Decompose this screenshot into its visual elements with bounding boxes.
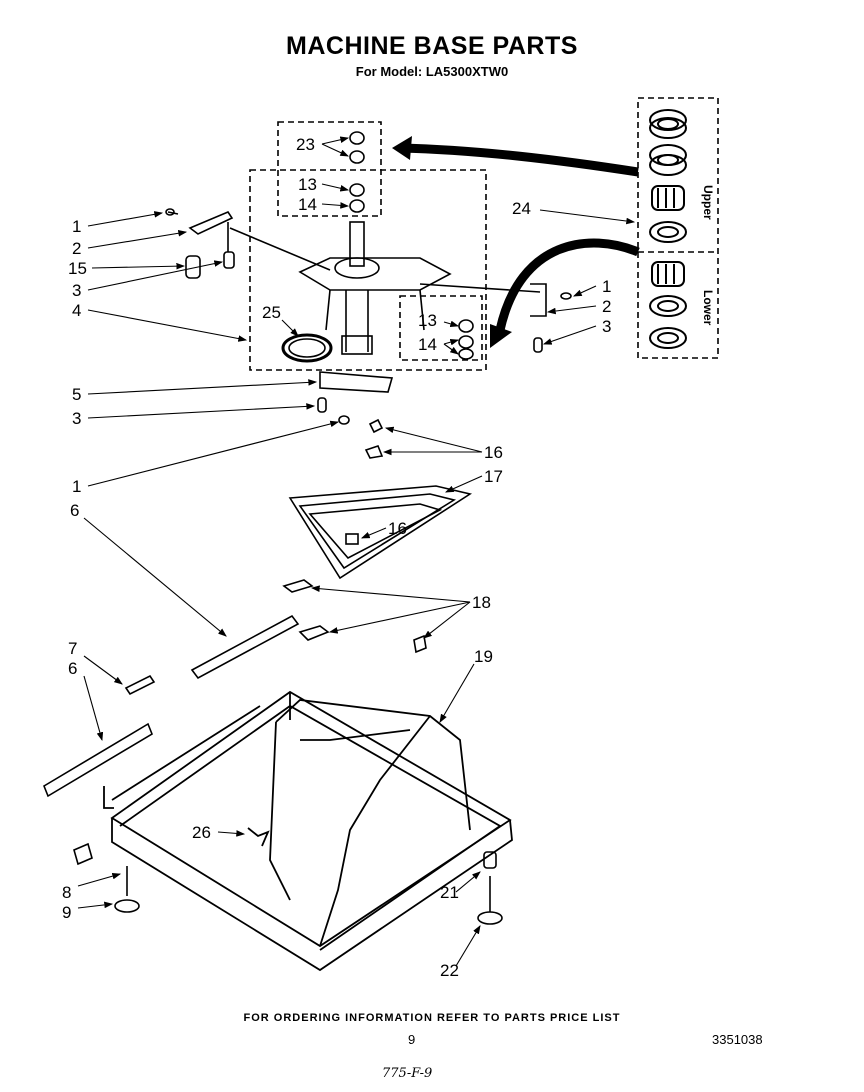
upper-bearings: [649, 109, 687, 243]
callout-2: 2: [602, 297, 611, 316]
machine-base-frame: [103, 690, 513, 972]
lower-label: Lower: [701, 290, 715, 326]
callout-2: 2: [72, 239, 81, 258]
callout-1: 1: [602, 277, 611, 296]
document-number: 3351038: [712, 1032, 763, 1047]
callout-4: 4: [72, 301, 81, 320]
callout-1: 1: [72, 217, 81, 236]
gearcase: [229, 221, 541, 363]
callout-17: 17: [484, 467, 503, 486]
model-subtitle: For Model: LA5300XTW0: [355, 64, 509, 79]
upper-label: Upper: [701, 185, 715, 220]
callout-21: 21: [440, 883, 459, 902]
upper-cap-group-box: [277, 121, 382, 217]
callout-9: 9: [62, 903, 71, 922]
lower-bearing-group-box: [399, 295, 483, 361]
callout-18: 18: [472, 593, 491, 612]
callout-7: 7: [68, 639, 77, 658]
callout-3: 3: [602, 317, 611, 336]
handwritten-note: 775-F-9: [382, 1066, 433, 1081]
callout-13: 13: [298, 175, 317, 194]
callout-16: 16: [484, 443, 503, 462]
callout-6: 6: [70, 501, 79, 520]
callout-15: 15: [68, 259, 87, 278]
bearing-inset-box: [637, 97, 719, 359]
callout-24: 24: [512, 199, 531, 218]
lower-arrow: [495, 238, 640, 331]
callout-6: 6: [68, 659, 77, 678]
callout-26: 26: [192, 823, 211, 842]
callout-14: 14: [418, 335, 437, 354]
callout-1: 1: [72, 477, 81, 496]
lower-bearings: [649, 261, 687, 349]
callout-3: 3: [72, 281, 81, 300]
callout-3: 3: [72, 409, 81, 428]
callout-19: 19: [474, 647, 493, 666]
callout-25: 25: [262, 303, 281, 322]
callout-14: 14: [298, 195, 317, 214]
callout-5: 5: [72, 385, 81, 404]
bracket-assembly: [288, 418, 473, 580]
callout-23: 23: [296, 135, 315, 154]
callout-13: 13: [418, 311, 437, 330]
page-title: MACHINE BASE PARTS: [286, 32, 578, 60]
callout-22: 22: [440, 961, 459, 980]
ordering-note: FOR ORDERING INFORMATION REFER TO PARTS …: [243, 1012, 621, 1024]
page-number: 9: [408, 1032, 416, 1047]
upper-arrow: [399, 143, 639, 177]
callout-8: 8: [62, 883, 71, 902]
gearcase-group-box: [249, 169, 487, 371]
callout-16: 16: [388, 519, 407, 538]
